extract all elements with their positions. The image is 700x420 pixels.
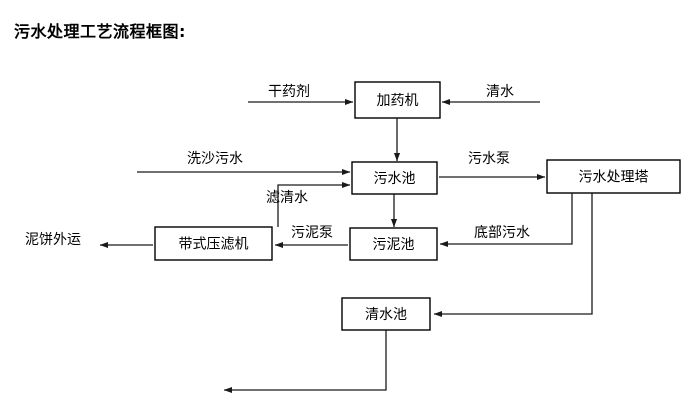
node-sludge-pool[interactable]: [349, 227, 438, 261]
node-label-sewage-pool: 污水池: [374, 171, 416, 187]
edge-label-sewage-pump: 污水泵: [468, 151, 510, 167]
edge-label-clean-water: 清水: [486, 84, 514, 100]
node-clear-water-pool[interactable]: [341, 297, 431, 331]
node-label-belt-filter-press: 带式压滤机: [179, 237, 249, 253]
node-treatment-tower[interactable]: [546, 159, 681, 194]
edge-label-dry-reagent: 干药剂: [268, 84, 310, 100]
edge-bottom-sewage-line: [439, 193, 573, 248]
edge-filtrate-return-line: [277, 181, 351, 227]
node-belt-filter-press[interactable]: [154, 226, 273, 261]
edge-label-filtrate-return: 滤清水: [266, 190, 308, 206]
node-label-dosing-machine: 加药机: [377, 93, 419, 109]
node-label-sludge-pool: 污泥池: [373, 237, 415, 253]
edge-label-bottom-sewage: 底部污水: [474, 225, 530, 241]
node-label-clear-water-pool: 清水池: [365, 307, 407, 323]
edge-label-sludge-pump: 污泥泵: [291, 225, 333, 241]
edge-label-sand-wash-sewage: 洗沙污水: [187, 151, 243, 167]
page-title: 污水处理工艺流程框图:: [14, 22, 186, 41]
edge-label-mud-cake-out: 泥饼外运: [25, 232, 81, 248]
node-label-treatment-tower: 污水处理塔: [579, 170, 649, 186]
edge-recycle-use-line: [223, 330, 387, 394]
edge-tower-to-clear-water-line: [433, 193, 593, 318]
node-sewage-pool[interactable]: [351, 161, 438, 195]
node-dosing-machine[interactable]: [354, 81, 441, 119]
